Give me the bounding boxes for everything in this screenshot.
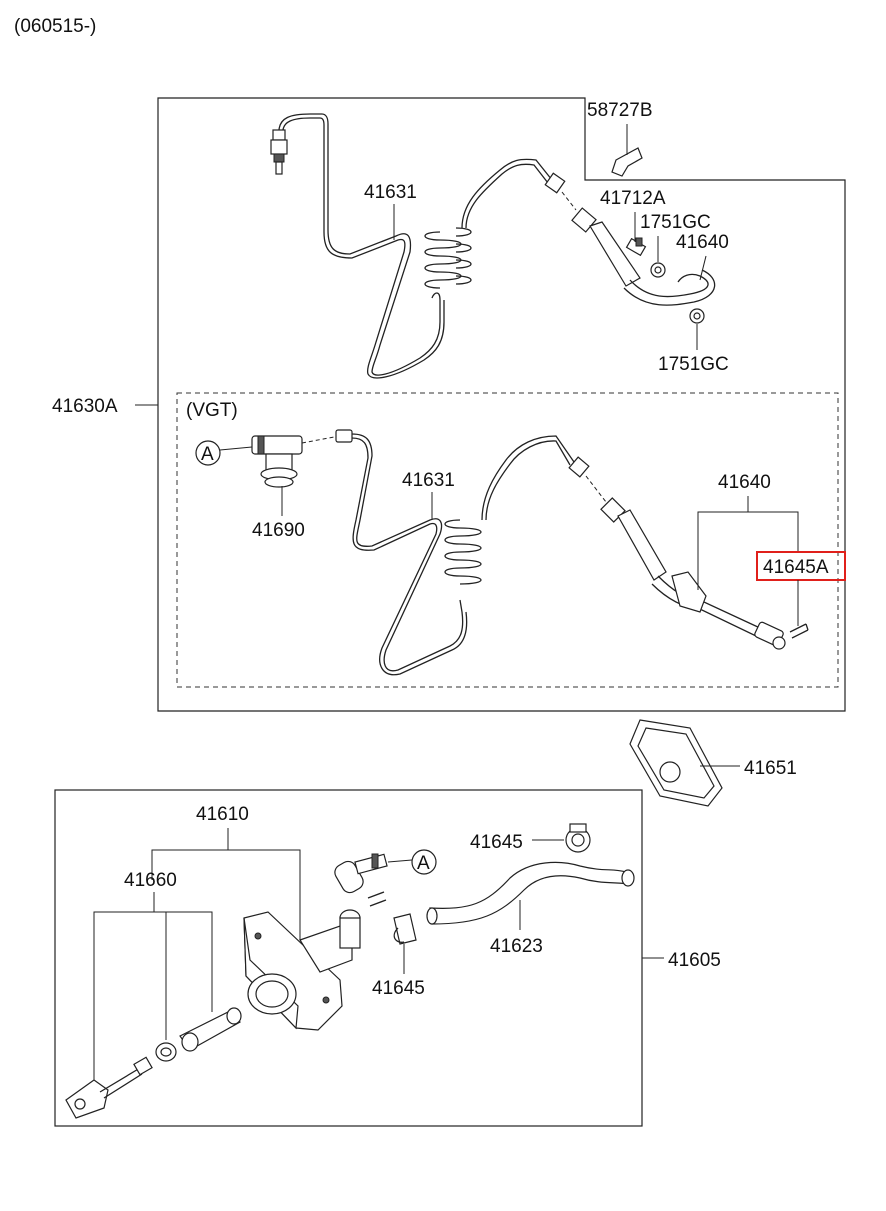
callout-58727B: 58727B — [587, 100, 653, 121]
callout-41631-top: 41631 — [364, 182, 417, 203]
callout-41640-vgt: 41640 — [718, 472, 771, 493]
callout-41645-right: 41645 — [470, 832, 523, 853]
callout-41651: 41651 — [744, 758, 797, 779]
callout-1751GC-bottom: 1751GC — [658, 354, 729, 375]
callout-1751GC-top: 1751GC — [640, 212, 711, 233]
callout-41660: 41660 — [124, 870, 177, 891]
callout-41640-top: 41640 — [676, 232, 729, 253]
elbow-fitting-lower: A — [334, 849, 437, 907]
slave-cylinder-41610 — [243, 909, 361, 1031]
clutch-tube-upper — [270, 113, 716, 379]
clip-41645-mid — [393, 913, 417, 945]
serial-range-label: (060515-) — [14, 16, 96, 37]
callout-41631-vgt: 41631 — [402, 470, 455, 491]
clutch-tube-vgt: A — [195, 429, 809, 676]
clamp-41645-right — [565, 823, 591, 853]
vgt-subgroup-frame — [176, 392, 839, 688]
callout-41712A: 41712A — [600, 188, 666, 209]
callout-41645A[interactable]: 41645A — [763, 557, 829, 578]
gasket-41651 — [629, 719, 723, 807]
vgt-label: (VGT) — [186, 400, 238, 421]
upper-group-label: 41630A — [52, 396, 118, 417]
highlight-box-41645A — [756, 551, 846, 581]
connector-mark-a-vgt: A — [201, 444, 214, 465]
callout-41610: 41610 — [196, 804, 249, 825]
lower-group-label: 41605 — [668, 950, 721, 971]
callout-41623: 41623 — [490, 936, 543, 957]
hose-41623 — [426, 861, 635, 925]
callout-41690: 41690 — [252, 520, 305, 541]
upper-group-frame — [157, 97, 846, 712]
connector-mark-a-lower: A — [417, 853, 430, 874]
pushrod-kit-41660 — [65, 1007, 242, 1119]
callout-41645-mid: 41645 — [372, 978, 425, 999]
